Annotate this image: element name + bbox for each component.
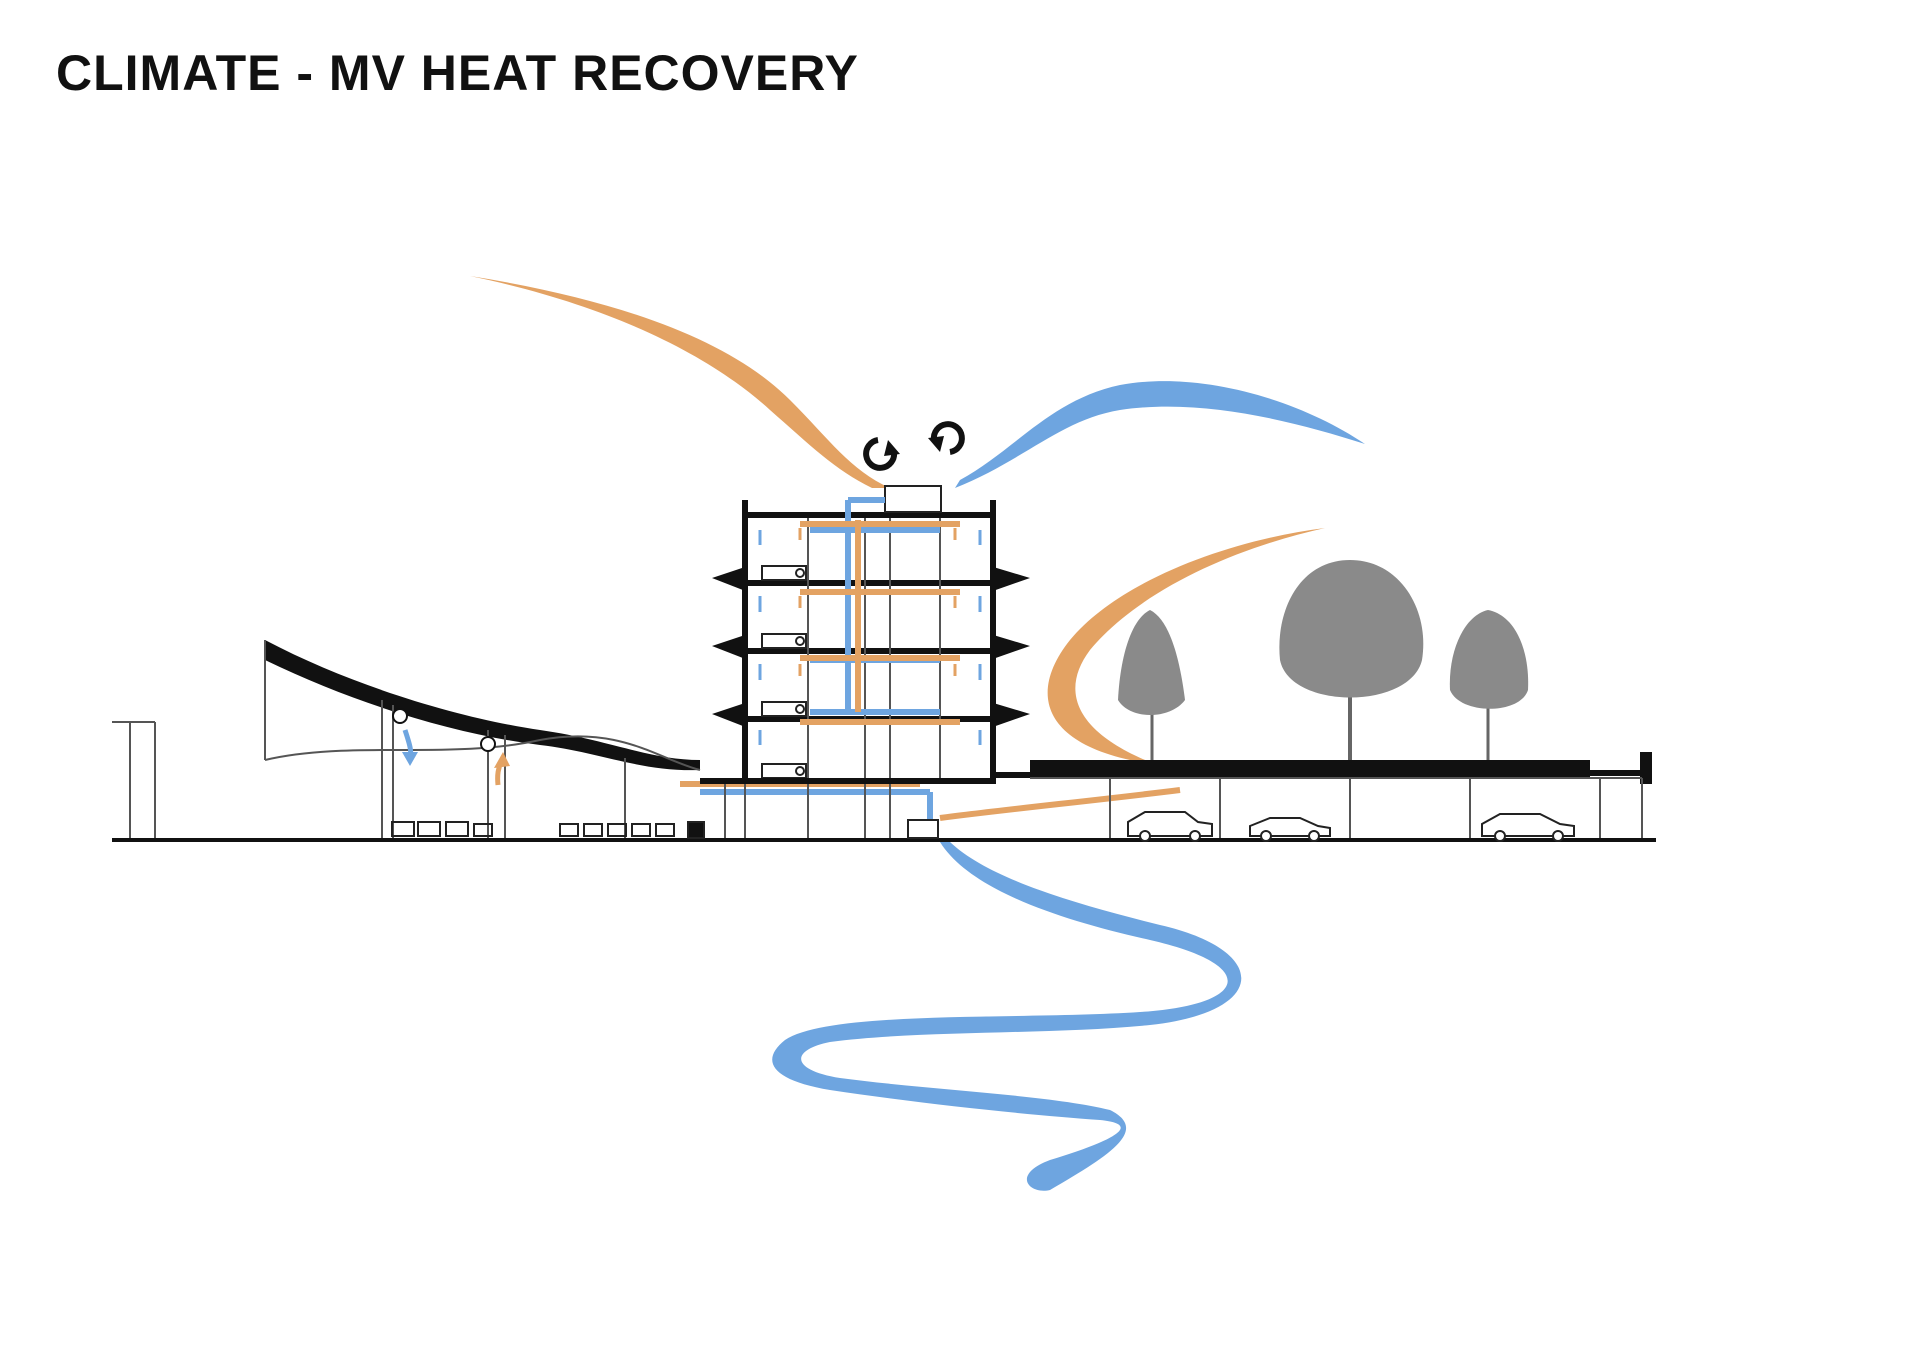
car-icon xyxy=(1481,813,1575,842)
ground-cool-air-plume xyxy=(772,842,1242,1191)
left-wall xyxy=(112,721,156,838)
tree-icon xyxy=(1449,610,1529,760)
car-icon xyxy=(1249,817,1331,842)
tree-icon xyxy=(1118,610,1185,760)
supply-duct-blue xyxy=(700,497,940,826)
parking-deck xyxy=(996,752,1652,838)
room-air-arrows xyxy=(758,528,982,745)
air-up-arrow-icon xyxy=(494,752,510,786)
cool-air-intake-plume xyxy=(955,381,1365,488)
warm-air-loop-plume xyxy=(1047,528,1325,760)
diagram-title: CLIMATE - MV HEAT RECOVERY xyxy=(56,45,859,101)
warm-air-exhaust-plume xyxy=(470,276,890,488)
curved-roof xyxy=(264,640,701,838)
car-icon xyxy=(1127,811,1213,842)
air-down-arrow-icon xyxy=(402,729,418,766)
cafe-furniture xyxy=(391,821,705,839)
ground-floor xyxy=(700,778,996,839)
heat-recovery-arrows-icon xyxy=(863,421,965,471)
tree-icon xyxy=(1279,560,1424,760)
ground-line xyxy=(112,838,1656,842)
